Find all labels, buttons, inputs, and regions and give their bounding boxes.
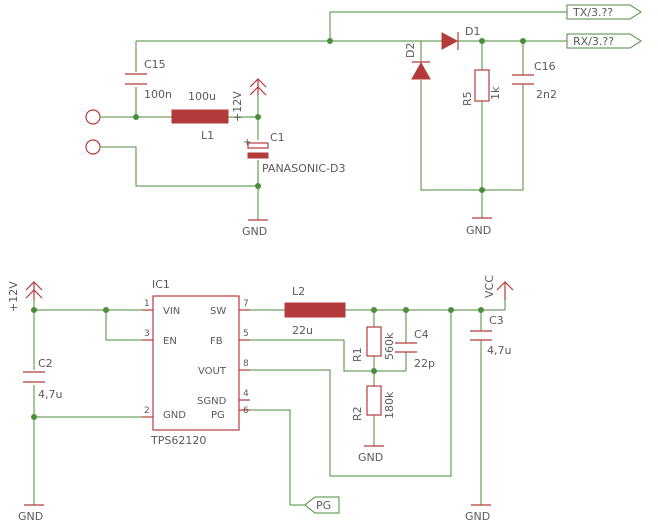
capacitor-c2: C2 4,7u: [23, 357, 62, 401]
resistor-r1: R1 560k: [351, 326, 396, 362]
pin-sw: SW: [210, 306, 226, 317]
junction: [255, 114, 261, 120]
pin-number: 4: [243, 389, 249, 399]
c1-value: PANASONIC-D3: [262, 162, 345, 175]
ground-symbol: GND: [242, 219, 268, 238]
c16-name: C16: [534, 60, 556, 73]
supply-arrow-icon: +12V: [231, 78, 267, 122]
pin-vin: VIN: [163, 306, 180, 317]
pin-en: EN: [163, 336, 177, 347]
junction: [327, 38, 333, 44]
ground-symbol: GND: [18, 504, 44, 523]
junction: [371, 368, 377, 374]
vcc-label: VCC: [483, 275, 496, 298]
l1-value: 100u: [188, 90, 216, 103]
r1-value: 560k: [383, 332, 396, 360]
d2-name: D2: [404, 43, 417, 58]
l2-name: L2: [292, 285, 305, 298]
r1-name: R1: [351, 347, 364, 362]
capacitor-c15: C15 100n: [125, 58, 172, 101]
supply-arrow-icon: +12V: [7, 281, 43, 312]
junction: [403, 307, 409, 313]
input-terminal: [85, 109, 101, 125]
net-label-tx: TX/3.??: [566, 4, 642, 20]
c4-value: 22p: [414, 357, 435, 370]
pin-number: 8: [243, 359, 249, 369]
junction: [479, 38, 485, 44]
junction: [103, 307, 109, 313]
pg-label: PG: [316, 499, 331, 512]
vcc-arrow-icon: VCC: [483, 275, 514, 300]
gnd-left-label: GND: [18, 510, 43, 523]
polarity-plus: +: [243, 137, 251, 148]
inductor-l1: 100u L1: [171, 90, 229, 142]
junction: [478, 307, 484, 313]
gnd-diode-label: GND: [466, 224, 491, 237]
ground-symbol: GND: [358, 445, 384, 464]
pin-fb: FB: [210, 336, 223, 347]
resistor-r2: R2 180k: [351, 385, 396, 421]
c16-value: 2n2: [536, 88, 557, 101]
r2-name: R2: [351, 406, 364, 421]
capacitor-c16: C16 2n2: [512, 60, 557, 101]
c1-name: C1: [270, 131, 285, 144]
pin-gnd: GND: [163, 410, 186, 421]
gnd-r2-label: GND: [358, 451, 383, 464]
diode-d2: D2: [404, 43, 431, 80]
capacitor-c3: C3 4,7u: [470, 314, 511, 357]
l2-value: 22u: [292, 324, 313, 337]
r5-value: 1k: [489, 86, 502, 100]
rx-label: RX/3.??: [573, 35, 614, 48]
resistor-r5: R5 1k: [461, 69, 502, 106]
pin-number: 6: [243, 406, 249, 416]
plus12v-top-label: +12V: [231, 91, 244, 122]
ground-symbol: GND: [466, 217, 492, 237]
diode-d1: D1: [441, 25, 480, 50]
c15-value: 100n: [144, 88, 172, 101]
c15-name: C15: [144, 58, 166, 71]
net-label-pg: PG: [304, 496, 340, 514]
c2-value: 4,7u: [38, 388, 62, 401]
ic1-name: IC1: [152, 278, 170, 291]
junction: [479, 187, 485, 193]
pin-sgnd: SGND: [197, 396, 227, 407]
junction: [133, 114, 139, 120]
ic-tps62120: IC1 TPS62120 VIN EN GND SW FB VOUT SGND …: [142, 278, 250, 447]
pin-vout: VOUT: [198, 366, 227, 377]
inductor-l2: L2 22u: [284, 285, 346, 337]
pin-number: 2: [144, 406, 150, 416]
input-terminal: [85, 139, 101, 155]
plus12v-bottom-label: +12V: [7, 281, 20, 312]
c2-name: C2: [38, 357, 53, 370]
junction: [371, 307, 377, 313]
tx-label: TX/3.??: [572, 6, 613, 19]
gnd-top-label: GND: [242, 225, 267, 238]
pin-number: 7: [243, 299, 249, 309]
bottom-regulator-section: +12V C2 4,7u GND IC1 TPS: [7, 275, 514, 523]
gnd-right-label: GND: [465, 510, 490, 523]
junction: [31, 414, 37, 420]
ic1-value: TPS62120: [150, 434, 206, 447]
c4-name: C4: [414, 328, 429, 341]
junction: [520, 38, 526, 44]
junction: [448, 307, 454, 313]
r2-value: 180k: [383, 391, 396, 419]
pin-number: 5: [243, 329, 249, 339]
d1-name: D1: [465, 25, 480, 38]
c3-name: C3: [489, 314, 504, 327]
pin-number: 1: [144, 299, 150, 309]
junction: [31, 307, 37, 313]
top-input-section: C15 100n 100u L1 +12V + C1 PANASONIC-D3: [85, 4, 642, 238]
r5-name: R5: [461, 91, 474, 106]
pin-number: 3: [144, 329, 150, 339]
junction: [255, 183, 261, 189]
capacitor-c1: + C1 PANASONIC-D3: [243, 131, 345, 175]
capacitor-c4: C4 22p: [395, 328, 435, 370]
ground-symbol: GND: [465, 504, 491, 523]
c3-value: 4,7u: [487, 344, 511, 357]
pin-pg: PG: [211, 410, 225, 421]
l1-name: L1: [201, 129, 214, 142]
net-label-rx: RX/3.??: [566, 33, 642, 49]
